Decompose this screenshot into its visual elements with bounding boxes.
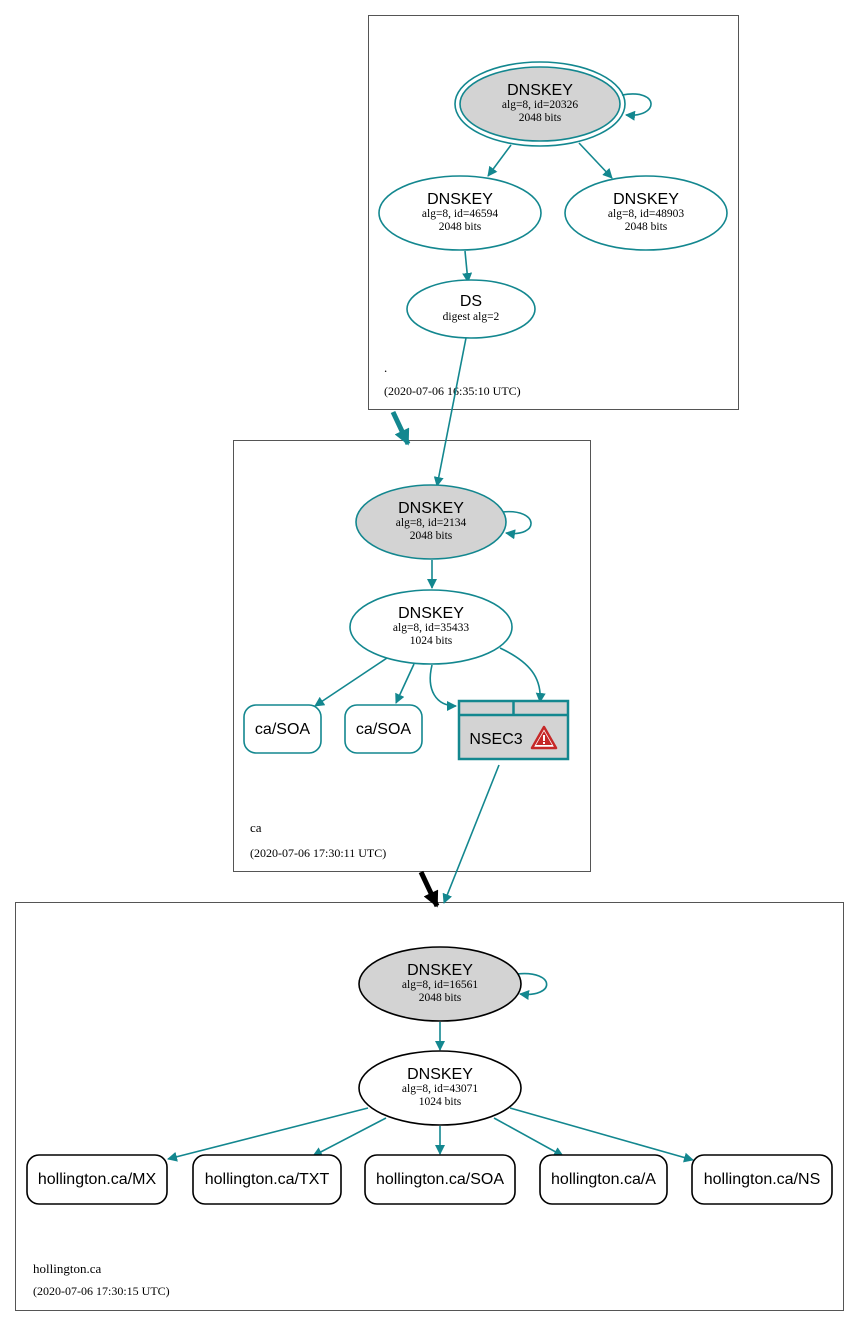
edge-root-ksk-zsk2	[578, 142, 613, 179]
node-root-ksk-title: DNSKEY	[507, 82, 573, 99]
edge-h-zsk-txt	[312, 1117, 387, 1157]
node-h-ksk-title: DNSKEY	[407, 962, 473, 979]
node-h-mx[interactable]: hollington.ca/MX	[26, 1154, 168, 1205]
node-h-txt-label: hollington.ca/TXT	[205, 1171, 330, 1188]
edge-ca-zsk-nsec3-b	[499, 647, 546, 703]
node-h-zsk[interactable]: DNSKEY alg=8, id=43071 1024 bits	[358, 1050, 522, 1126]
node-ca-zsk-bits: 1024 bits	[410, 635, 453, 647]
edge-root-ksk-zsk1	[487, 144, 512, 177]
node-ca-soa-1-label: ca/SOA	[255, 721, 310, 738]
node-root-zsk1[interactable]: DNSKEY alg=8, id=46594 2048 bits	[378, 175, 542, 251]
zone-ca-timestamp: (2020-07-06 17:30:11 UTC)	[250, 846, 386, 860]
node-root-zsk2[interactable]: DNSKEY alg=8, id=48903 2048 bits	[564, 175, 728, 251]
node-ca-zsk-alg: alg=8, id=35433	[393, 622, 469, 634]
node-ca-ksk[interactable]: DNSKEY alg=8, id=2134 2048 bits	[355, 484, 507, 560]
node-root-zsk1-title: DNSKEY	[427, 191, 493, 208]
node-ca-ksk-alg: alg=8, id=2134	[396, 517, 467, 529]
node-h-a[interactable]: hollington.ca/A	[539, 1154, 668, 1205]
node-h-txt[interactable]: hollington.ca/TXT	[192, 1154, 342, 1205]
edge-root-ksk-self	[621, 93, 652, 121]
node-ca-soa-2-label: ca/SOA	[356, 721, 411, 738]
warning-triangle-icon	[530, 725, 558, 750]
edge-ca-zsk-soa1	[314, 657, 388, 707]
edge-h-zsk-a	[493, 1117, 564, 1157]
node-h-zsk-bits: 1024 bits	[419, 1096, 462, 1108]
edge-delegation-ca-hollington	[418, 870, 440, 908]
node-h-soa-label: hollington.ca/SOA	[376, 1171, 504, 1188]
node-root-ds-title: DS	[460, 293, 482, 310]
node-h-mx-label: hollington.ca/MX	[38, 1171, 157, 1188]
node-ca-soa-2[interactable]: ca/SOA	[344, 704, 423, 754]
node-root-zsk2-alg: alg=8, id=48903	[608, 208, 684, 220]
node-h-ksk[interactable]: DNSKEY alg=8, id=16561 2048 bits	[358, 946, 522, 1022]
node-root-zsk2-title: DNSKEY	[613, 191, 679, 208]
node-h-ns[interactable]: hollington.ca/NS	[691, 1154, 833, 1205]
edge-ca-ksk-self	[501, 510, 532, 540]
node-ca-zsk-title: DNSKEY	[398, 605, 464, 622]
edges	[167, 93, 694, 1163]
edge-ds-ca-ksk	[433, 337, 467, 487]
edge-nsec3-hollington	[442, 764, 500, 904]
node-h-soa[interactable]: hollington.ca/SOA	[364, 1154, 516, 1205]
edge-ca-zsk-nsec3-a	[429, 664, 457, 711]
zone-root-timestamp: (2020-07-06 16:35:10 UTC)	[384, 384, 521, 398]
node-h-zsk-title: DNSKEY	[407, 1066, 473, 1083]
node-ca-ksk-title: DNSKEY	[398, 500, 464, 517]
node-root-ds[interactable]: DS digest alg=2	[406, 279, 536, 339]
zone-root-name: .	[384, 360, 387, 375]
edge-h-zsk-ns	[509, 1107, 694, 1163]
node-root-ds-digest: digest alg=2	[443, 311, 500, 323]
node-h-ksk-alg: alg=8, id=16561	[402, 979, 478, 991]
zone-hollington-name: hollington.ca	[33, 1261, 101, 1276]
node-ca-zsk[interactable]: DNSKEY alg=8, id=35433 1024 bits	[349, 589, 513, 665]
node-root-ksk-bits: 2048 bits	[519, 112, 562, 124]
edge-h-ksk-self	[516, 972, 548, 1000]
node-h-zsk-alg: alg=8, id=43071	[402, 1083, 478, 1095]
node-root-zsk2-bits: 2048 bits	[625, 221, 668, 233]
node-root-zsk1-alg: alg=8, id=46594	[422, 208, 498, 220]
node-ca-soa-1[interactable]: ca/SOA	[243, 704, 322, 754]
node-h-a-label: hollington.ca/A	[551, 1171, 656, 1188]
node-root-zsk1-bits: 2048 bits	[439, 221, 482, 233]
edge-ca-zsk-soa2	[395, 663, 415, 704]
zone-hollington-timestamp: (2020-07-06 17:30:15 UTC)	[33, 1284, 170, 1298]
node-ca-nsec3[interactable]: NSEC3	[457, 699, 570, 761]
node-h-ns-label: hollington.ca/NS	[704, 1171, 821, 1188]
node-root-ksk-alg: alg=8, id=20326	[502, 99, 578, 111]
node-ca-ksk-bits: 2048 bits	[410, 530, 453, 542]
zone-ca-name: ca	[250, 820, 262, 835]
node-root-ksk[interactable]: DNSKEY alg=8, id=20326 2048 bits	[454, 61, 626, 147]
edge-delegation-root-ca	[390, 410, 411, 446]
node-h-ksk-bits: 2048 bits	[419, 992, 462, 1004]
edge-root-zsk1-ds	[462, 250, 473, 283]
edge-h-zsk-mx	[167, 1107, 369, 1162]
node-ca-nsec3-label: NSEC3	[469, 731, 522, 748]
